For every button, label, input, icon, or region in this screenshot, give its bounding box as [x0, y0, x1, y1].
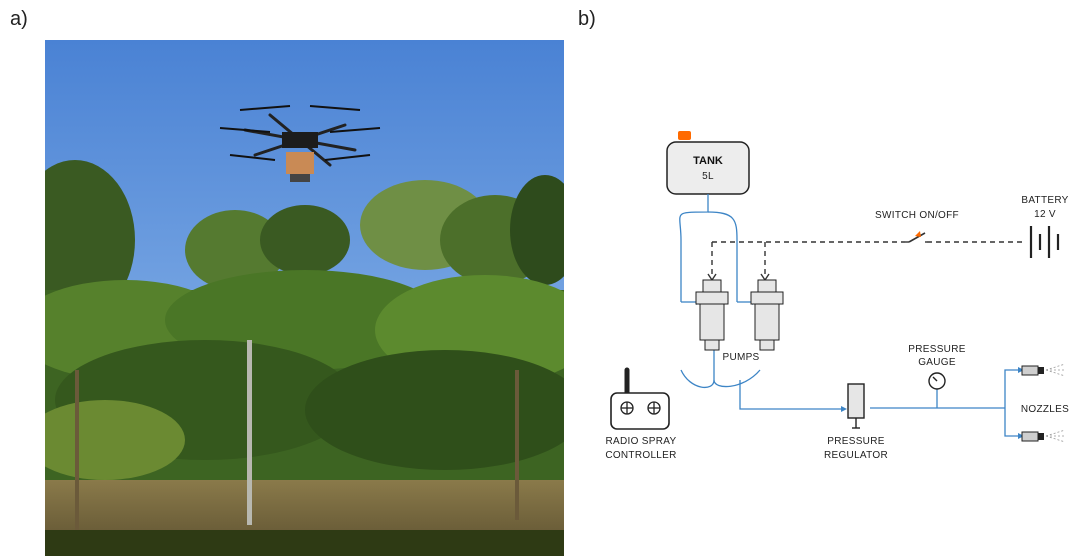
pipes — [679, 194, 1020, 437]
tank: TANK 5L — [666, 131, 750, 195]
switch-arrow-icon — [915, 231, 921, 237]
battery-icon — [1029, 226, 1060, 258]
spray-system-diagram: TANK 5L SWITCH ON/OF — [605, 131, 1069, 461]
tank-cap — [678, 131, 691, 140]
regulator-label-line1: PRESSURE — [827, 436, 884, 447]
pump-right — [750, 279, 784, 351]
tank-capacity: 5L — [702, 171, 714, 182]
drone — [219, 105, 381, 182]
nozzles-label: NOZZLES — [1021, 404, 1069, 415]
pressure-regulator: PRESSURE REGULATOR — [824, 383, 888, 461]
battery: BATTERY 12 V — [1021, 195, 1068, 258]
tank-body — [666, 141, 750, 195]
tank-title: TANK — [693, 155, 723, 167]
control-wires — [711, 241, 1025, 278]
pump-left — [695, 279, 729, 351]
joystick-icon — [620, 401, 661, 415]
panel-b-label: b) — [578, 8, 596, 30]
spray-icon — [1045, 363, 1066, 377]
switch-label: SWITCH ON/OFF — [875, 210, 959, 221]
battery-voltage: 12 V — [1034, 209, 1056, 220]
spray-icon — [1045, 429, 1066, 443]
switch: SWITCH ON/OFF — [875, 210, 959, 243]
trellis-posts — [75, 340, 519, 530]
pressure-gauge: PRESSURE GAUGE — [908, 344, 965, 390]
panel-a-label: a) — [10, 8, 28, 30]
gauge-label-line2: GAUGE — [918, 357, 956, 368]
controller-label-line1: RADIO SPRAY — [606, 436, 677, 447]
wire-arrows — [707, 273, 770, 282]
pumps-label: PUMPS — [722, 352, 759, 363]
drone-vineyard-photo — [45, 40, 564, 556]
nozzle-top — [1021, 363, 1066, 377]
radio-controller: RADIO SPRAY CONTROLLER — [605, 367, 677, 461]
regulator-label-line2: REGULATOR — [824, 450, 888, 461]
vineyard-foliage — [45, 270, 564, 490]
nozzle-bottom — [1021, 429, 1066, 443]
background-trees — [45, 160, 564, 320]
controller-label-line2: CONTROLLER — [605, 450, 676, 461]
battery-title: BATTERY — [1021, 195, 1068, 206]
gauge-label-line1: PRESSURE — [908, 344, 965, 355]
